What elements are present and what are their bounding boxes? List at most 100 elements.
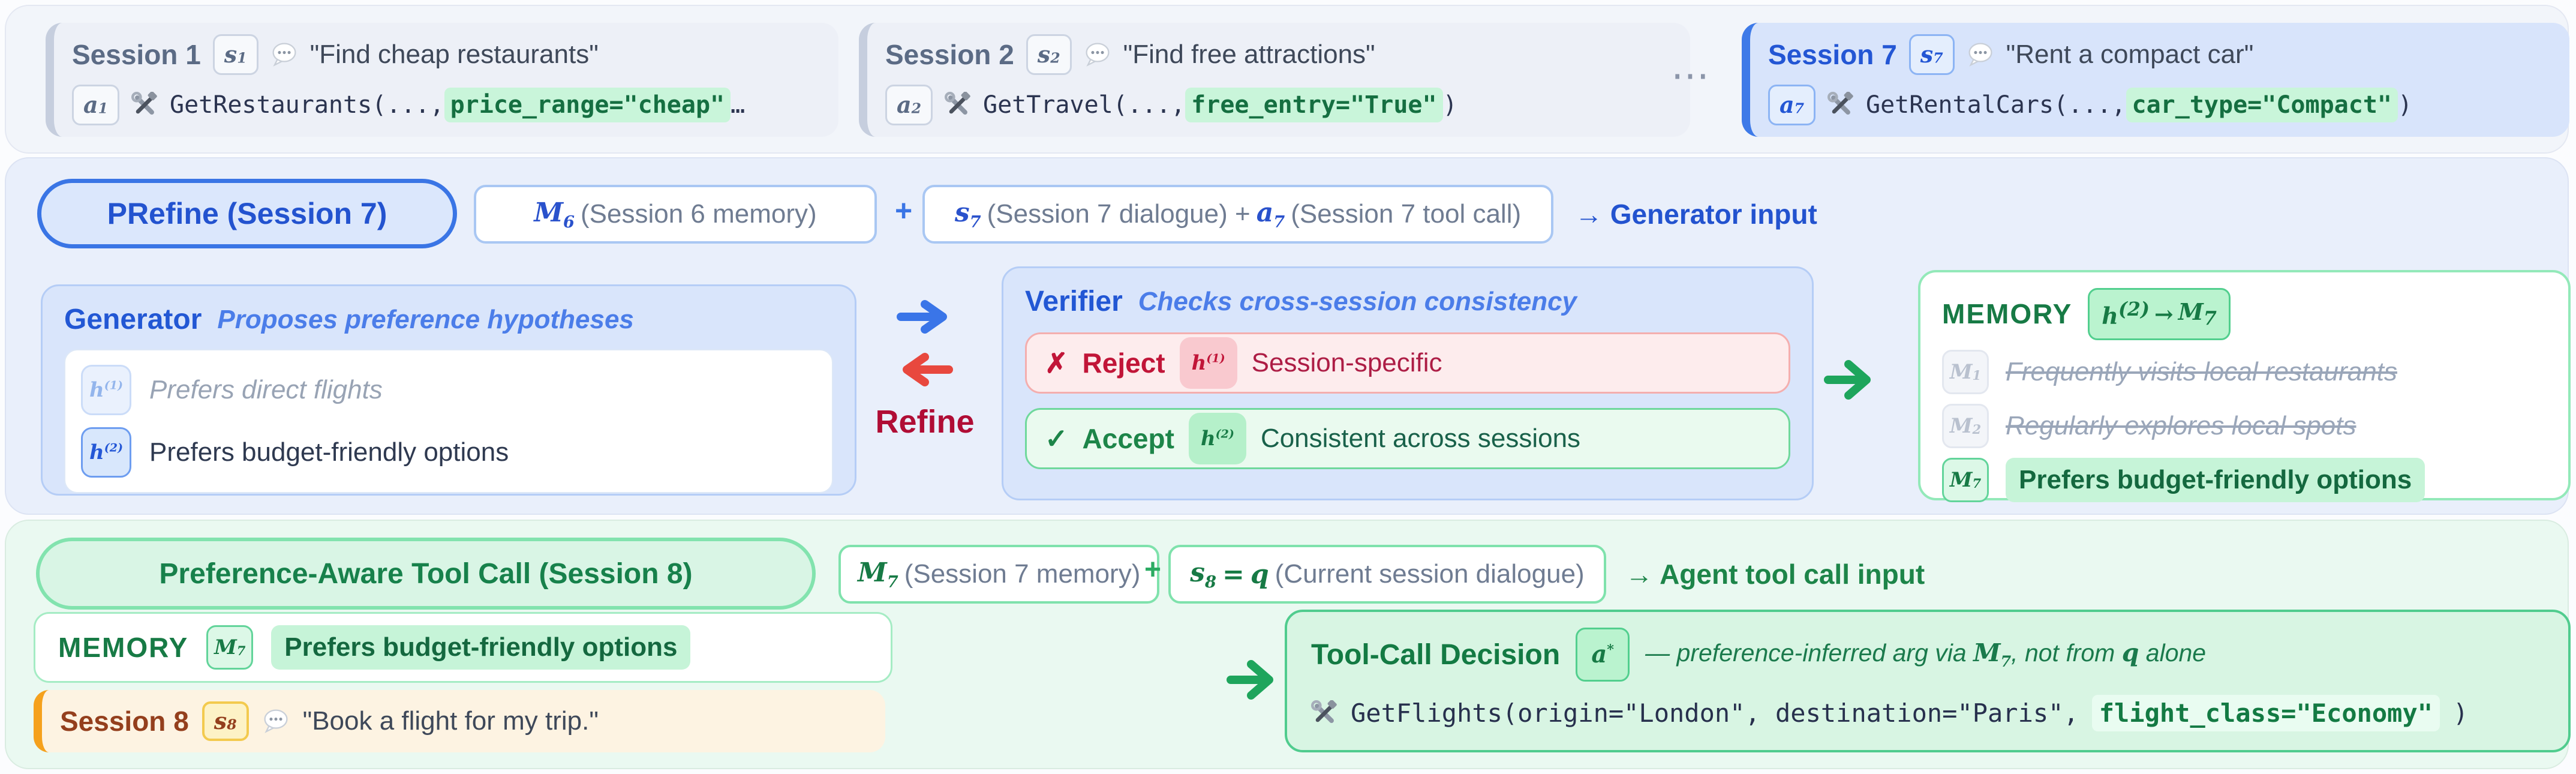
check-icon: ✓ [1045,423,1068,454]
s7-math: s7 [954,197,981,232]
refine-label: Refine [875,404,975,440]
speech-bubble-icon [272,43,296,67]
dialogue-input-pill: s7 (Session 7 dialogue) + a7 (Session 7 … [922,185,1553,244]
a-letter: a [83,91,98,118]
preference-aware-stage-pill: Preference-Aware Tool Call (Session 8) [36,538,816,610]
a-subscript: 2 [911,100,922,117]
s7-desc: (Session 7 dialogue) + [987,199,1251,229]
hypothesis-2-text: Prefers budget-friendly options [149,437,509,467]
plus-sign: + [1144,554,1162,586]
q-math: q [1250,559,1269,590]
generator-subtitle: Proposes preference hypotheses [217,304,634,334]
decision-code-line: GetFlights(origin="London", destination=… [1311,695,2544,731]
hypothesis-1-row: h(1) Prefers direct flights [81,359,816,421]
generator-title: Generator [64,304,202,335]
memory-input-pill: M6 (Session 6 memory) [474,185,877,244]
memory-title: MEMORY [1942,298,2073,330]
forward-arrow-icon [897,300,947,334]
code-suffix: ) [2453,698,2469,728]
generator-verifier-arrows: Refine [860,298,990,440]
maps-to-arrow: → [2154,300,2174,328]
code-suffix: ) [1442,91,1457,119]
h2-chip: h(2) [81,427,131,478]
refine-back-arrow-icon [903,353,953,386]
speech-bubble-icon [264,709,288,733]
q-desc: (Current session dialogue) [1275,559,1585,589]
session-2-title: Session 2 [885,39,1014,70]
session-1-quote: "Find cheap restaurants" [309,40,599,69]
session-2-quote: "Find free attractions" [1123,40,1375,69]
tools-icon [131,92,157,115]
decision-note: — preference-inferred arg via M7, not fr… [1645,638,2207,671]
session-7-quote: "Rent a compact car" [2006,40,2254,69]
s-letter: s [1037,41,1051,68]
session-2-code: GetTravel(..., free_entry="True" ) [983,88,1457,122]
sessions-ellipsis: ⋯ [1671,53,1715,97]
generator-box: Generator Proposes preference hypotheses… [41,284,856,496]
m7-desc: (Session 7 memory) [904,559,1141,589]
s-subscript: 7 [1933,49,1943,67]
h2-to-m7-chip: h(2)→M7 [2088,288,2231,340]
hypothesis-1-text: Prefers direct flights [149,375,383,404]
decision-title: Tool-Call Decision [1311,638,1561,671]
reject-reason: Session-specific [1251,348,1442,377]
s-letter: s [1920,41,1934,68]
hypothesis-2-row: h(2) Prefers budget-friendly options [81,421,816,484]
code-prefix: GetRentalCars(..., [1866,91,2126,119]
code-prefix: GetFlights(origin="London", destination=… [1351,698,2079,728]
a-subscript: 1 [98,100,109,117]
m7-math: M7 [858,557,898,592]
h2-chip: h(2) [1188,413,1246,464]
to-memory-arrow-icon [1824,360,1871,400]
prefine-band: PRefine (Session 7) M6 (Session 6 memory… [5,157,2571,515]
memory-title-row: MEMORY h(2)→M7 [1942,288,2547,340]
h1-chip: h(1) [81,365,131,415]
prefine-stage-pill: PRefine (Session 7) [37,179,457,248]
tools-icon [1827,92,1853,115]
code-suffix: ) [2397,91,2413,119]
session-7-title: Session 7 [1768,39,1897,70]
accept-label: Accept [1082,423,1174,454]
m6-desc: (Session 6 memory) [581,199,817,229]
m7-text-highlighted: Prefers budget-friendly options [2006,457,2425,502]
q-math: q [2121,638,2139,668]
code-prefix: GetTravel(..., [983,91,1186,119]
accept-row: ✓ Accept h(2) Consistent across sessions [1025,408,1790,469]
tools-icon [1311,700,1337,723]
verifier-subtitle: Checks cross-session consistency [1138,286,1577,316]
session-8-title: Session 8 [60,706,189,737]
speech-bubble-icon [1086,43,1110,67]
speech-bubble-icon [1968,43,1992,67]
code-suffix: … [731,91,746,119]
memory7-input-pill: M7 (Session 7 memory) [838,545,1160,604]
plus-sign: + [895,194,913,227]
session-1-code: GetRestaurants(..., price_range="cheap"… [170,88,745,122]
decision-title-row: Tool-Call Decision a* — preference-infer… [1311,628,2544,682]
session-8-quote: "Book a flight for my trip." [302,706,599,736]
code-prefix: GetRestaurants(..., [170,91,444,119]
h1-chip: h(1) [1179,337,1237,389]
to-decision-arrow-icon [1227,660,1273,700]
h2-math: h(2) [2102,298,2150,330]
m1-text-struck: Frequently visits local restaurants [2006,356,2397,386]
code-highlighted-arg: free_entry="True" [1185,88,1443,122]
tool-call-decision-box: Tool-Call Decision a* — preference-infer… [1285,610,2571,752]
